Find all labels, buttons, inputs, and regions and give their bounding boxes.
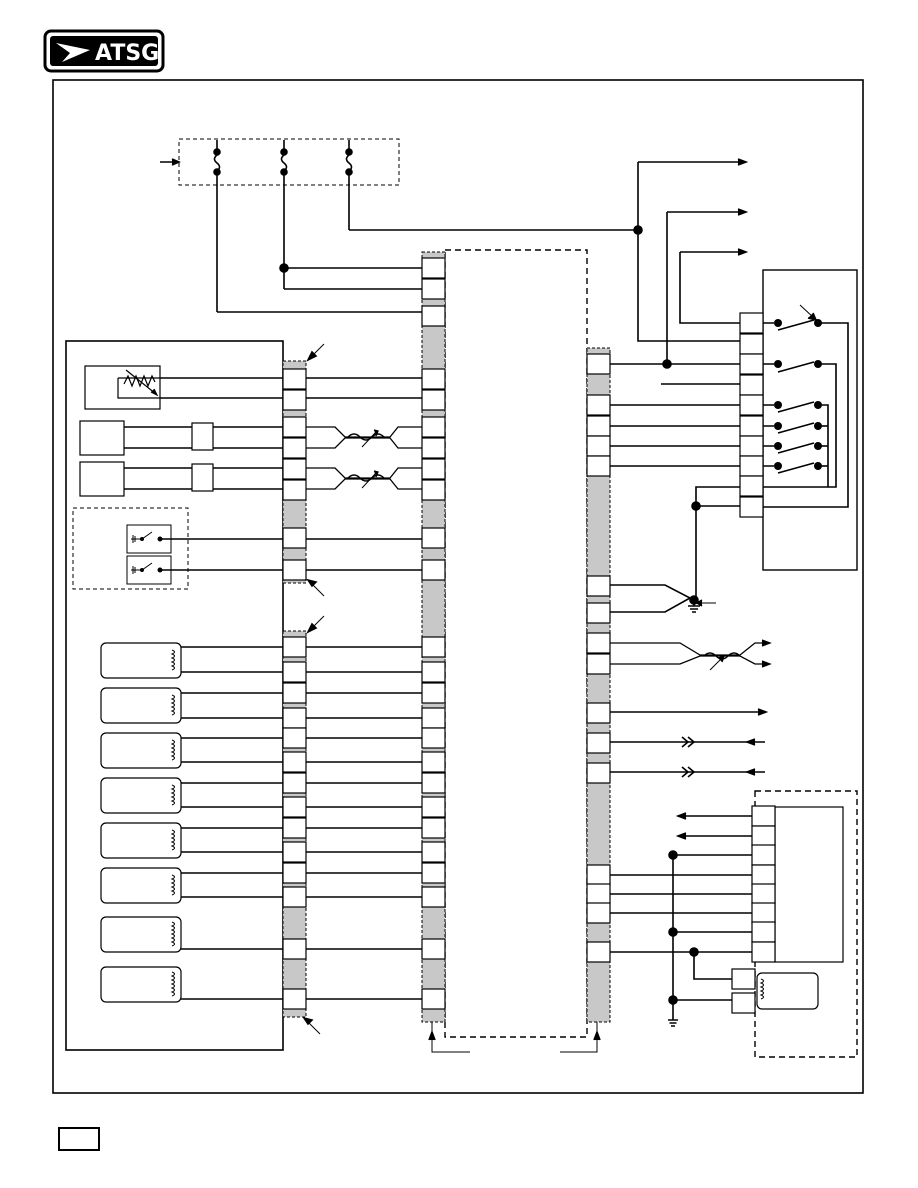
signal-line-1: [610, 736, 765, 748]
temperature-sensor: [84, 365, 161, 410]
speed-sensor-1: [79, 420, 214, 456]
twisted-pair-1: [306, 426, 422, 449]
logo-bird-icon: [56, 43, 90, 62]
pcm-right-pins: [586, 353, 611, 963]
twisted-pair-2: [306, 467, 422, 490]
range-switch-assembly: [739, 269, 858, 571]
twisted-pair-3: [610, 639, 772, 671]
switch-ground-icon: [131, 566, 137, 574]
logo-text: ATSG: [95, 41, 159, 66]
diagram-frame: [52, 79, 864, 1094]
resistor-icon: [123, 374, 156, 388]
control-module-outline: [444, 249, 588, 1038]
fuse-1: [213, 140, 221, 312]
switch-ground-icon: [131, 535, 137, 543]
pcm-left-connector: [421, 251, 446, 1023]
atsg-logo: ATSG: [43, 29, 165, 73]
pcm-right-connector: [586, 347, 611, 1023]
ground-icon: [688, 604, 700, 613]
transmission-connector-lower: [282, 630, 307, 1018]
transmission-connector-upper: [282, 360, 307, 584]
fuse-block: [160, 138, 400, 312]
range-switch-pins: [739, 312, 764, 518]
ground-point: [610, 584, 716, 613]
fuse-3: [345, 140, 353, 230]
page-number-box: [58, 1127, 100, 1151]
coil-icon: [759, 978, 764, 1000]
pcm-left-pins: [421, 257, 446, 1010]
solenoid-group: [100, 642, 182, 1003]
ground-icon: [668, 1019, 678, 1027]
speed-sensor-2: [79, 461, 214, 497]
coil-icon: [170, 649, 175, 997]
signal-line-2: [610, 766, 765, 778]
solenoid-wiring: [181, 646, 422, 1000]
lower-right-module: [731, 790, 858, 1058]
pressure-switch-assembly: [72, 507, 189, 590]
